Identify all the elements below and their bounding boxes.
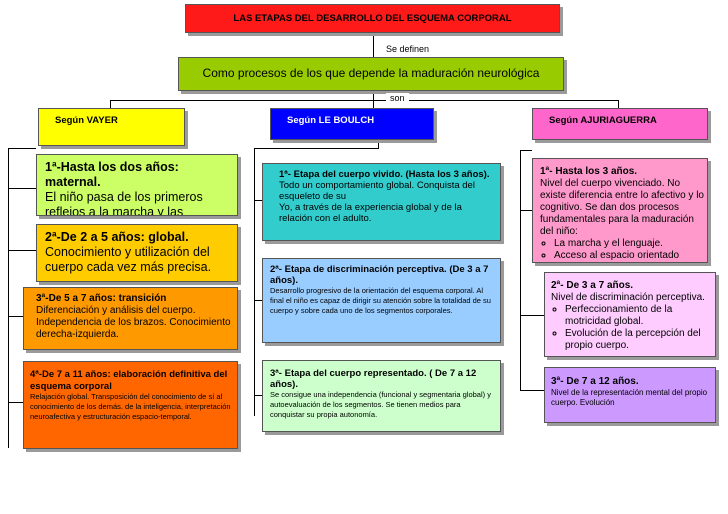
stage-text: Yo, a través de la experiencia global y … [279,202,462,224]
vayer-stage-1: 1ª-Hasta los dos años: maternal. El niño… [36,154,238,216]
stage-text: Conocimiento y utilización del cuerpo ca… [45,245,212,274]
connector-line [520,210,532,211]
connector-label-define: Se definen [386,44,430,54]
list-item: Acceso al espacio orientado [554,250,704,262]
connector-line [254,300,262,301]
stage-text: Todo un comportamiento global. Conquista… [279,180,475,202]
stage-heading: 2ª-De 2 a 5 años: global. [45,230,189,244]
connector-line [8,148,36,149]
stage-heading: 3ª- Etapa del cuerpo representado. ( De … [270,368,477,390]
author-header-ajuriaguerra: Según AJURIAGUERRA [532,108,708,140]
author-header-vayer: Según VAYER [38,108,185,146]
leboulch-stage-3: 3ª- Etapa del cuerpo representado. ( De … [262,360,501,432]
connector-line [254,148,255,416]
list-item: La marcha y el lenguaje. [554,238,704,250]
stage-bullets: La marcha y el lenguaje. Acceso al espac… [540,238,704,262]
leboulch-stage-2: 2ª- Etapa de discriminación perceptiva. … [262,258,501,343]
vayer-stage-4: 4ª-De 7 a 11 años: elaboración definitiv… [23,361,238,449]
ajuria-stage-3: 3ª- De 7 a 12 años. Nivel de la represen… [544,367,716,423]
stage-text: Nivel de la representación mental del pr… [551,388,708,407]
connector-line [373,33,374,57]
connector-line [110,100,619,101]
connector-line [8,148,9,448]
ajuria-stage-2: 2ª- De 3 a 7 años. Nivel de discriminaci… [544,272,716,357]
stage-text: Diferenciación y análisis del cuerpo. In… [36,305,231,340]
connector-line [8,250,36,251]
connector-line [520,150,532,151]
connector-line [110,100,111,108]
connector-line [8,316,23,317]
vayer-stage-3: 3ª-De 5 a 7 años: transición Diferenciac… [23,287,238,350]
connector-line [8,188,36,189]
vayer-stage-2: 2ª-De 2 a 5 años: global. Conocimiento y… [36,224,238,282]
ajuria-stage-1: 1ª- Hasta los 3 años. Nivel del cuerpo v… [532,158,708,263]
stage-heading: 3ª- De 7 a 12 años. [551,376,639,387]
definition-box: Como procesos de los que depende la madu… [178,57,564,91]
stage-text: Relajación global. Transposición del con… [30,392,231,421]
stage-heading: 3ª-De 5 a 7 años: transición [36,293,167,304]
connector-line [8,402,23,403]
stage-heading: 4ª-De 7 a 11 años: elaboración definitiv… [30,369,228,392]
stage-heading: 2ª- De 3 a 7 años. [551,280,634,291]
diagram-title: LAS ETAPAS DEL DESARROLLO DEL ESQUEMA CO… [185,4,560,33]
connector-line [254,148,378,149]
stage-bullets: Perfeccionamiento de la motricidad globa… [551,304,713,352]
author-header-leboulch: Según LE BOULCH [270,108,434,140]
connector-line [618,100,619,108]
connector-line [373,91,374,108]
connector-line [254,200,262,201]
connector-line [254,395,262,396]
stage-text: Nivel de discriminación perceptiva. [551,292,705,303]
connector-line [378,140,379,149]
list-item: Evolución de la percepción del propio cu… [565,328,713,352]
connector-line [520,390,544,391]
stage-heading: 1ª-Hasta los dos años: maternal. [45,160,179,189]
connector-label-son: son [386,93,409,103]
leboulch-stage-1: 1ª- Etapa del cuerpo vivido. (Hasta los … [262,163,501,241]
stage-text: Se consigue una independencia (funcional… [270,390,491,419]
stage-heading: 1ª- Etapa del cuerpo vivido. (Hasta los … [279,169,490,180]
connector-line [520,150,521,390]
stage-heading: 1ª- Hasta los 3 años. [540,166,638,177]
stage-heading: 2ª- Etapa de discriminación perceptiva. … [270,264,489,286]
list-item: Perfeccionamiento de la motricidad globa… [565,304,713,328]
stage-text: Nivel del cuerpo vivenciado. No existe d… [540,178,704,237]
stage-text: Desarrollo progresivo de la orientación … [270,286,491,315]
connector-line [520,315,544,316]
stage-text: El niño pasa de los primeros reflejos a … [45,190,203,216]
